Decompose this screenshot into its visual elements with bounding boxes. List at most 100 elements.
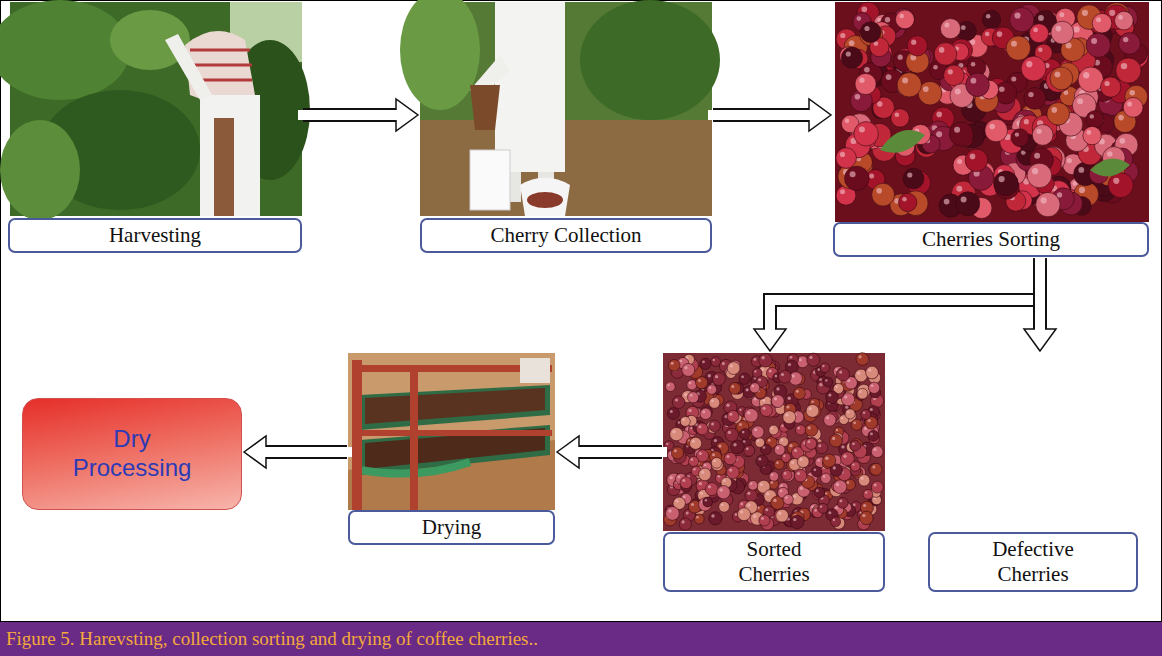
cherry-dot — [903, 168, 924, 189]
cherry-dot — [679, 518, 691, 530]
cherry-dot — [739, 373, 750, 384]
cherry-dot — [1101, 77, 1121, 97]
cherry-shine — [702, 361, 705, 364]
cherry-dot — [709, 397, 720, 408]
arrow-shaft-outline — [265, 445, 347, 459]
cherry-dot — [665, 382, 675, 392]
cherry-dot — [774, 509, 788, 523]
cherry-shine — [757, 440, 759, 442]
arrow-shaft-outline — [578, 445, 662, 459]
cherry-dot — [940, 19, 960, 39]
cherry-shine — [1121, 63, 1127, 69]
cherry-dot — [1027, 163, 1052, 188]
cherry-shine — [1082, 10, 1088, 16]
cherry-dot — [1086, 33, 1110, 57]
cherry-dot — [807, 353, 820, 366]
cherry-shine — [714, 439, 717, 442]
cherry-shine — [800, 458, 803, 461]
cherry-shine — [835, 507, 838, 510]
cherry-shine — [859, 355, 862, 358]
cherry-dot — [985, 119, 1008, 142]
cherry-dot — [698, 498, 711, 511]
photo-area — [420, 2, 712, 218]
cherry-shine — [1026, 61, 1032, 67]
cherry-dot — [694, 514, 704, 524]
photo-area — [8, 2, 302, 218]
cherry-shine — [675, 398, 678, 401]
cherry-shine — [775, 375, 778, 378]
arrow-shaft-fill — [303, 110, 397, 120]
step-label: Defective Cherries — [928, 532, 1138, 592]
arrow-head — [809, 99, 831, 131]
cherry-shine — [898, 55, 903, 60]
arrow-shaft-outline — [713, 108, 810, 122]
cherry-shine — [785, 413, 788, 416]
cherry-shine — [1083, 72, 1089, 78]
cherry-shine — [680, 360, 683, 363]
cherry-shine — [1033, 28, 1038, 33]
cherry-dot — [795, 425, 805, 435]
arrow-shaft-outline — [1033, 258, 1047, 330]
cherry-dot — [717, 486, 730, 499]
cherry-dot — [1092, 13, 1112, 33]
cherry-shine — [876, 188, 882, 194]
cherry-shine — [825, 457, 828, 460]
cherry-shine — [865, 491, 867, 493]
cherry-shine — [1032, 168, 1038, 174]
cherry-shine — [699, 425, 702, 428]
cherry-shine — [696, 516, 699, 519]
cherry-shine — [826, 416, 829, 419]
cherry-dot — [783, 411, 796, 424]
cherry-shine — [1127, 101, 1132, 106]
cherry-dot — [1011, 129, 1029, 147]
cherry-dot — [1115, 11, 1134, 30]
cherry-shine — [684, 393, 687, 396]
cherry-shine — [809, 407, 812, 410]
cherry-dot — [711, 357, 721, 367]
cherry-shine — [1055, 72, 1061, 78]
hollow-arrow — [1024, 258, 1056, 351]
cherry-dot — [752, 426, 764, 438]
cherry-shine — [1123, 37, 1128, 42]
cherry-shine — [954, 127, 960, 133]
cherry-shine — [1015, 132, 1019, 136]
cherry-shine — [682, 418, 685, 421]
cherry-shine — [816, 489, 819, 492]
cherry-shine — [771, 427, 773, 429]
cherry-dot — [845, 409, 855, 419]
cherry-dot — [727, 466, 740, 479]
cherry-shine — [936, 131, 942, 137]
cherry-shine — [861, 477, 864, 480]
cherry-shine — [700, 492, 703, 495]
cherry-dot — [771, 395, 784, 408]
cherry-shine — [1014, 12, 1020, 18]
cherry-dot — [836, 148, 857, 169]
cherry-shine — [833, 466, 836, 469]
cherry-shine — [986, 14, 991, 19]
cherry-dot — [778, 370, 791, 383]
cherry-shine — [855, 94, 861, 100]
cherry-dot — [994, 171, 1019, 196]
terminal-box: Dry Processing — [22, 398, 242, 510]
cherry-dot — [907, 36, 927, 56]
cherry-dot — [837, 498, 848, 509]
cherry-shine — [1074, 26, 1080, 32]
arrow-shaft-outline — [303, 108, 397, 122]
cherry-shine — [758, 458, 761, 461]
cherry-shine — [799, 358, 802, 361]
cherry-shine — [691, 503, 694, 506]
cherry-shine — [871, 384, 874, 387]
cherry-shine — [895, 112, 900, 117]
cherry-shine — [702, 411, 705, 414]
hollow-arrow — [244, 436, 347, 468]
cherry-shine — [713, 460, 716, 463]
cherry-shine — [752, 385, 755, 388]
cherry-dot — [814, 487, 825, 498]
cherry-dot — [755, 438, 765, 448]
cherry-dot — [1030, 24, 1049, 43]
cherry-shine — [754, 358, 757, 361]
cherry-shine — [961, 25, 966, 30]
cherry-shine — [739, 409, 741, 411]
cherry-dot — [782, 470, 792, 480]
cherry-dot — [759, 515, 770, 526]
